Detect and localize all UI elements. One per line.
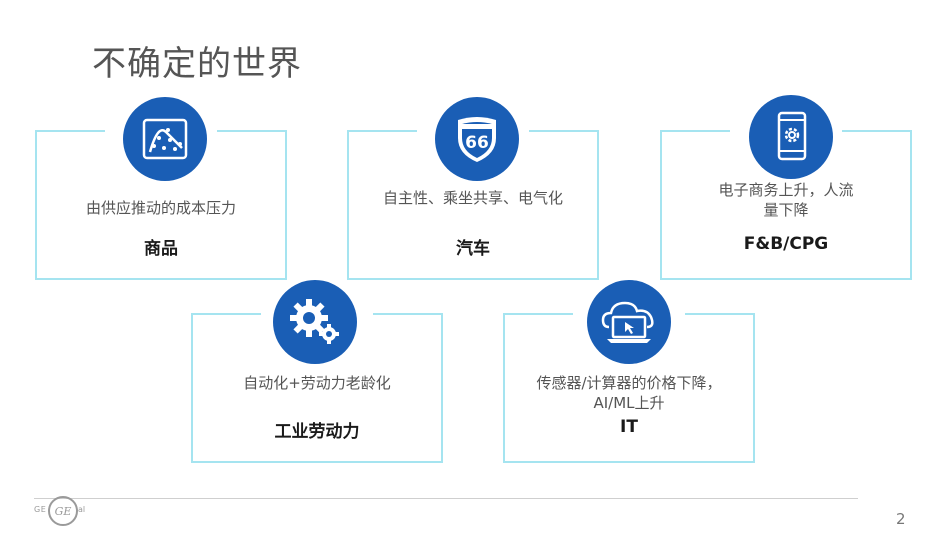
card-title: 汽车: [456, 239, 490, 259]
card-fb-cpg: 电子商务上升，人流量下降 F&B/CPG: [660, 130, 912, 280]
footer-brand-text-right: al: [78, 505, 86, 514]
card-commodities: 由供应推动的成本压力 商品: [35, 130, 287, 280]
card-title: F&B/CPG: [743, 234, 829, 254]
cloud-laptop-icon: [587, 280, 671, 364]
card-description: 电子商务上升，人流量下降: [718, 181, 854, 219]
card-title: 商品: [144, 239, 178, 259]
card-title: IT: [620, 417, 638, 437]
card-industrial-labor: 自动化+劳动力老龄化 工业劳动力: [191, 313, 443, 463]
footer-brand-text: GE: [34, 505, 47, 514]
mobile-gear-icon: [749, 95, 833, 179]
card-description: 自主性、乘坐共享、电气化: [382, 189, 563, 207]
page-number: 2: [896, 510, 906, 528]
card-description: 由供应推动的成本压力: [85, 199, 236, 217]
highway-shield-icon: 66: [435, 97, 519, 181]
ge-logo-icon: GE: [48, 496, 78, 526]
card-it: 传感器/计算器的价格下降，AI/ML上升 IT: [503, 313, 755, 463]
gears-icon: [273, 280, 357, 364]
card-title: 工业劳动力: [274, 422, 360, 442]
chart-scatter-icon: [123, 97, 207, 181]
page-title: 不确定的世界: [92, 44, 302, 84]
card-automotive: 自主性、乘坐共享、电气化 汽车: [347, 130, 599, 280]
footer-divider: [34, 498, 858, 499]
highway-number: 66: [465, 133, 489, 153]
card-description: 自动化+劳动力老龄化: [243, 374, 391, 392]
card-description: 传感器/计算器的价格下降，AI/ML上升: [536, 374, 722, 412]
